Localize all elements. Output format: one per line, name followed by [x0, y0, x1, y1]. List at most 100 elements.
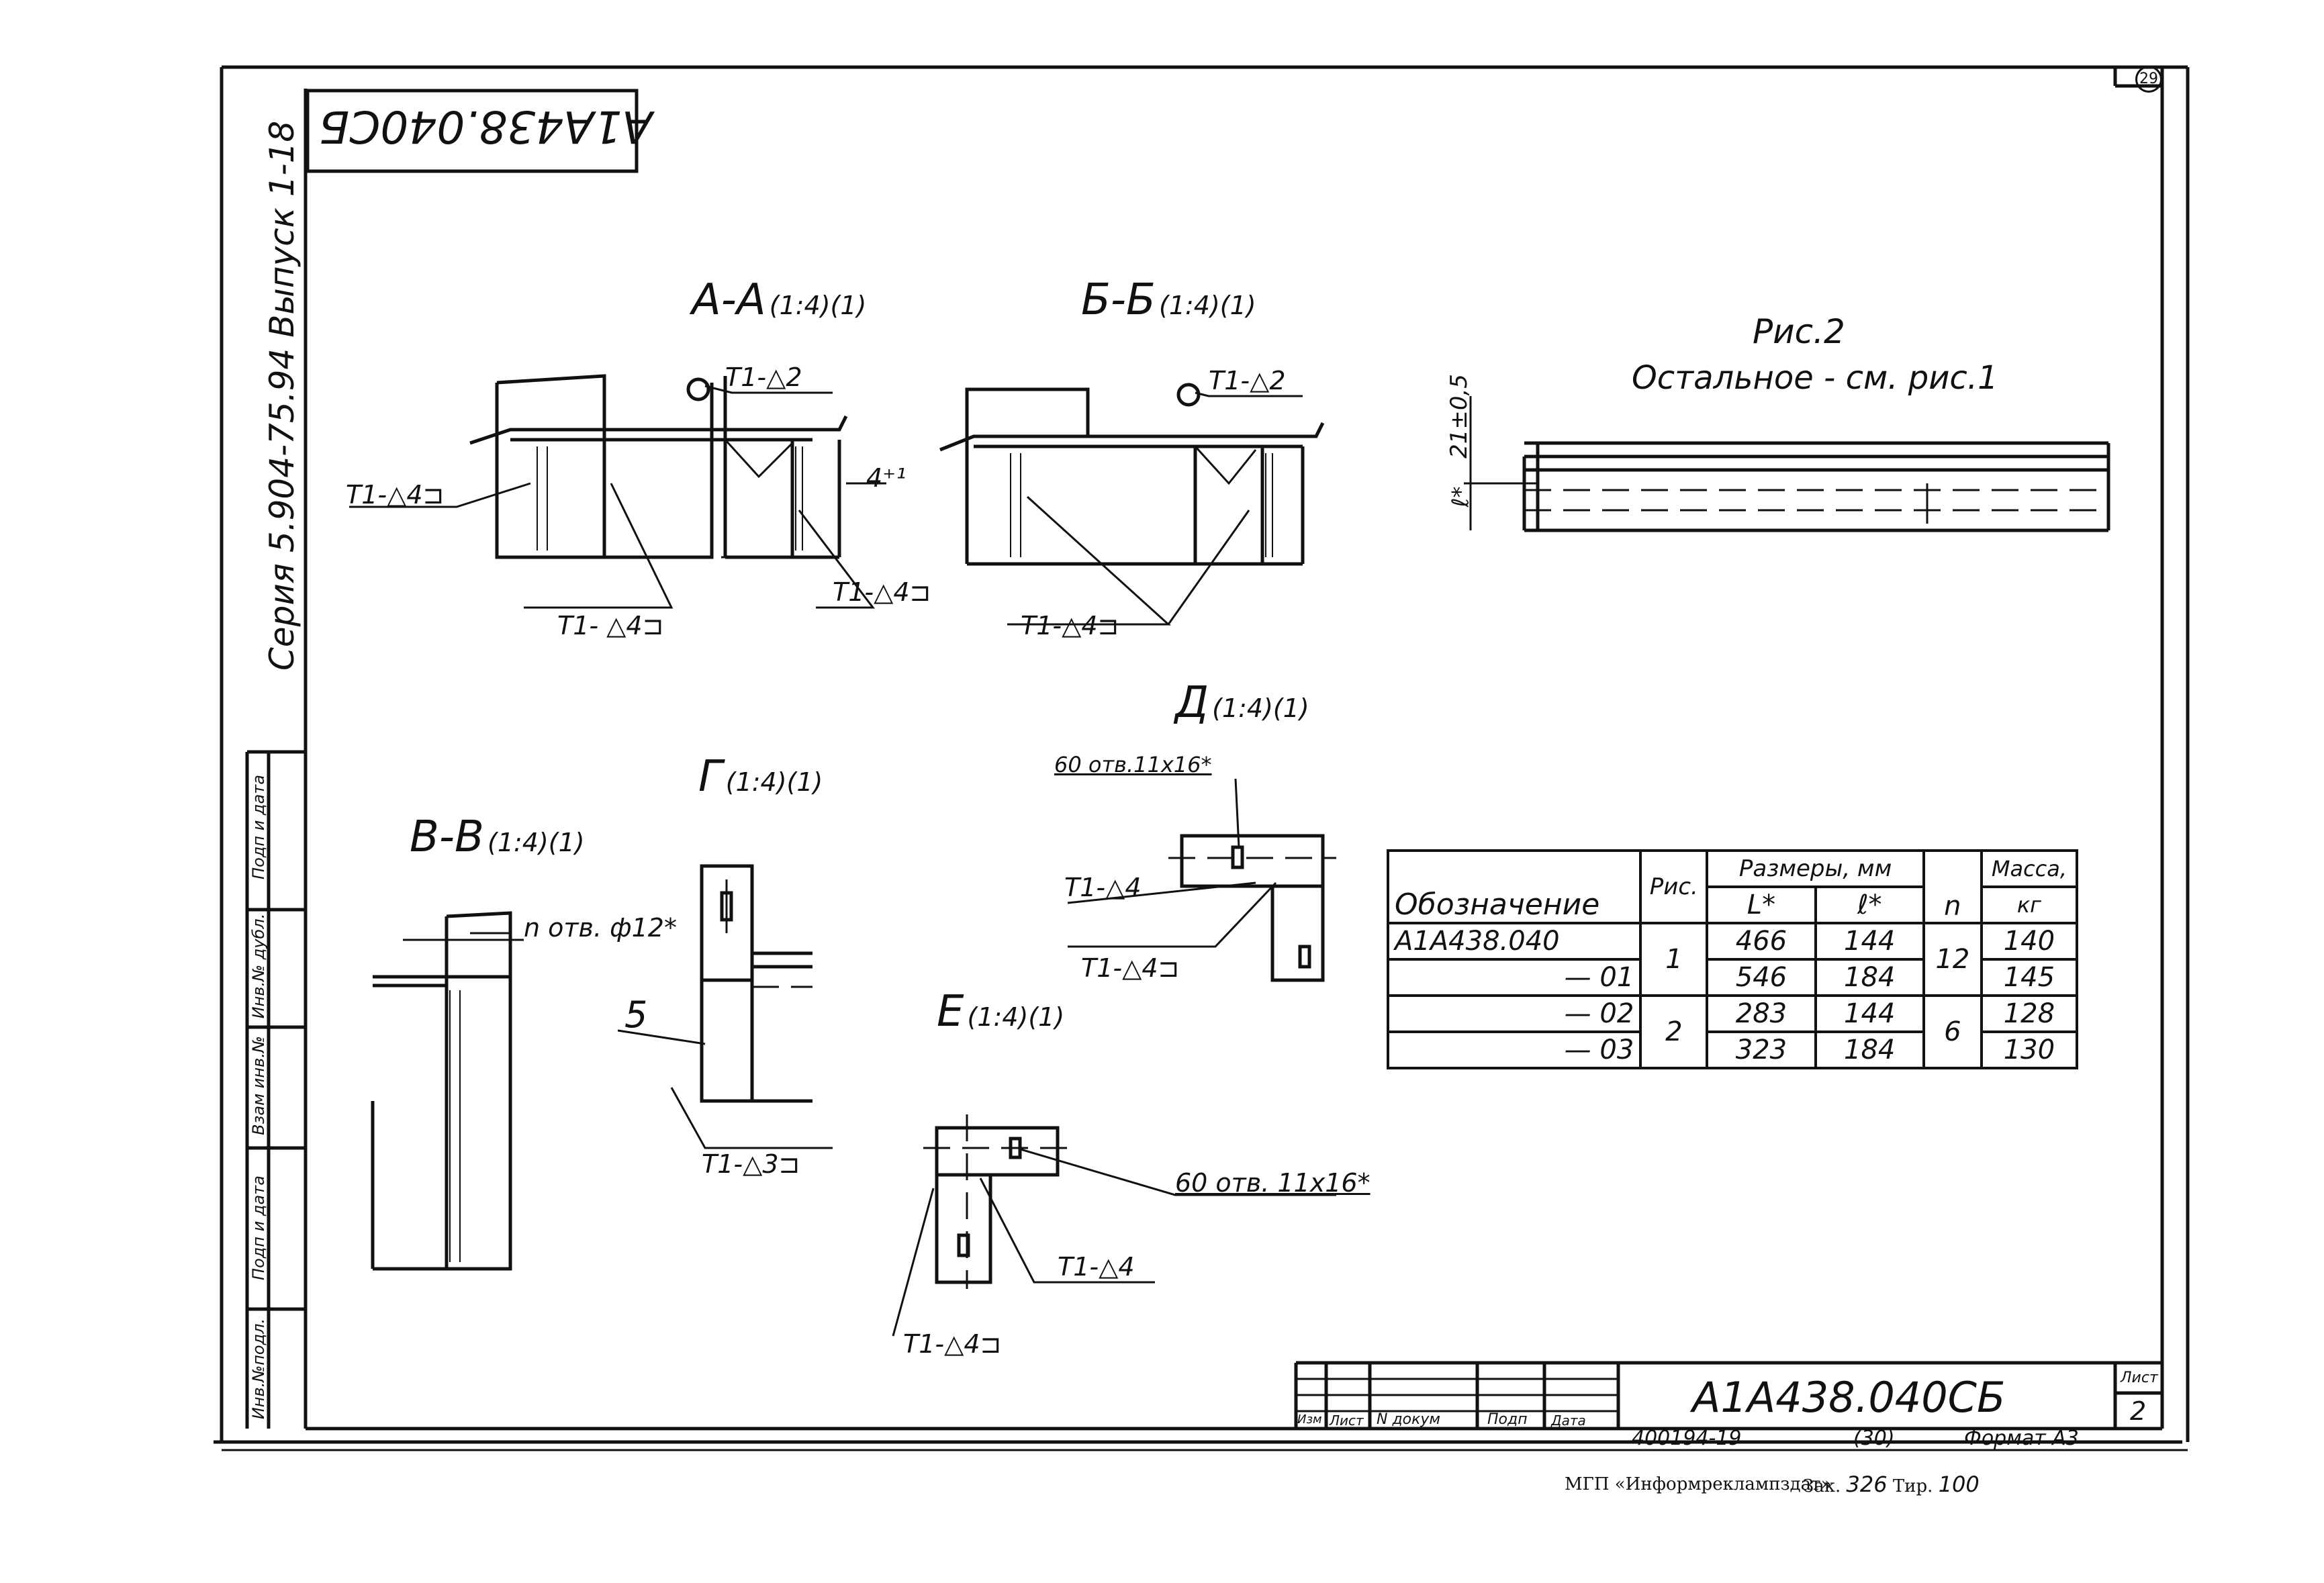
corner-mark: 29 — [2135, 66, 2162, 93]
footer-inv: 400194-19 — [1632, 1427, 1742, 1450]
sidebar-label-3: Взам инв.№ — [249, 1036, 268, 1135]
g-part-number: 5 — [624, 994, 648, 1036]
vv-hole-label: n отв. ф12* — [524, 913, 677, 943]
series-vertical: Серия 5.904-75.94 Выпуск 1-18 — [263, 120, 301, 671]
title-sheet-number: 2 — [2130, 1396, 2147, 1426]
row-mass: 145 — [1980, 958, 2079, 997]
row-n: 6 — [1922, 994, 1983, 1069]
table-row: — 01 546 184 145 — [1386, 958, 2079, 997]
header-designation: Обозначение — [1386, 849, 1642, 924]
header-fig: Рис. — [1639, 849, 1709, 924]
e-weld-1-label: Т1-△4 — [1058, 1252, 1135, 1282]
section-d-letter: Д — [1175, 678, 1209, 728]
footer-format: Формат А3 — [1964, 1427, 2079, 1450]
aa-weld-right-label: Т1-△4⊐ — [833, 577, 931, 607]
section-vv-letter: В-В — [410, 812, 484, 862]
section-aa-letter: А-А — [692, 275, 766, 325]
sidebar-label-4: Подп и дата — [249, 1176, 268, 1280]
aa-weld-left-label: Т1-△4⊐ — [346, 480, 445, 510]
section-g-title: Г (1:4)(1) — [698, 752, 823, 802]
section-e-drawing — [892, 1114, 1336, 1337]
section-d-scale: (1:4)(1) — [1212, 693, 1309, 723]
d-weld-1-label: Т1-△4 — [1064, 873, 1142, 902]
section-g-drawing — [617, 864, 833, 1149]
section-d-title: Д (1:4)(1) — [1175, 678, 1309, 728]
aa-weld-t2-label: Т1-△2 — [725, 363, 802, 392]
sidebar-label-1: Подп и дата — [249, 775, 268, 879]
code-box — [306, 89, 639, 173]
aa-dimension-label: 4⁺¹ — [866, 463, 907, 493]
title-col-list: Лист — [1330, 1412, 1364, 1429]
section-g-scale: (1:4)(1) — [725, 767, 823, 797]
header-mass: Масса, — [1980, 849, 2079, 888]
row-designation: — 01 — [1386, 958, 1642, 997]
title-col-izm: Изм — [1297, 1412, 1322, 1427]
title-doc-code: А1А438.040СБ — [1692, 1373, 2006, 1422]
footer-order-label: Зак. — [1803, 1476, 1841, 1496]
sidebar-label-5: Инв.№подл. — [249, 1318, 268, 1420]
row-mass: 140 — [1980, 922, 2079, 961]
header-sizes: Размеры, мм — [1706, 849, 1925, 888]
row-L: 546 — [1706, 958, 1817, 997]
section-vv-title: В-В (1:4)(1) — [410, 812, 585, 862]
title-col-data: Дата — [1551, 1412, 1586, 1429]
section-e-letter: Е — [937, 987, 964, 1037]
row-l: 144 — [1814, 922, 1925, 961]
row-designation: — 03 — [1386, 1030, 1642, 1069]
fig2-subtitle: Остальное - см. рис.1 — [1632, 359, 1998, 397]
header-l: ℓ* — [1814, 885, 1925, 924]
section-bb-letter: Б-Б — [1081, 275, 1156, 325]
code-top-rotated: А1А438.040СБ — [319, 101, 653, 152]
section-d-drawing — [1067, 778, 1336, 982]
row-l: 184 — [1814, 1030, 1925, 1069]
bb-weld-t2-label: Т1-△2 — [1209, 366, 1286, 395]
e-weld-2-label: Т1-△4⊐ — [903, 1329, 1002, 1359]
d-weld-2-label: Т1-△4⊐ — [1081, 953, 1180, 983]
footer-page: (30) — [1853, 1427, 1895, 1450]
header-L: L* — [1706, 885, 1817, 924]
row-mass: 130 — [1980, 1030, 2079, 1069]
row-L: 283 — [1706, 994, 1817, 1033]
title-col-ndoc: N докум — [1377, 1411, 1441, 1428]
sidebar-label-2: Инв.№ дубл. — [249, 913, 268, 1019]
footer-circ-num: 100 — [1938, 1472, 1980, 1497]
footer-order-num: 326 — [1846, 1472, 1888, 1497]
g-weld-label: Т1-△3⊐ — [702, 1149, 800, 1179]
section-bb-title: Б-Б (1:4)(1) — [1081, 275, 1256, 325]
aa-weld-bottom-label: Т1- △4⊐ — [557, 611, 664, 640]
sheet-frame — [214, 65, 2190, 1451]
section-bb-drawing — [939, 383, 1325, 626]
title-col-podp: Подп — [1487, 1411, 1528, 1428]
section-bb-scale: (1:4)(1) — [1159, 291, 1256, 320]
header-n: n — [1922, 849, 1983, 924]
header-mass-unit: кг — [1980, 885, 2079, 924]
e-holes-label: 60 отв. 11х16* — [1175, 1168, 1370, 1198]
row-fig: 1 — [1639, 922, 1709, 997]
d-holes-label: 60 отв.11х16* — [1054, 752, 1212, 777]
title-sheet-label: Лист — [2121, 1370, 2158, 1386]
row-l: 144 — [1814, 994, 1925, 1033]
row-mass: 128 — [1980, 994, 2079, 1033]
footer-circ-label: Тир. — [1892, 1476, 1933, 1496]
section-e-scale: (1:4)(1) — [967, 1002, 1065, 1032]
fig2-dim-l: ℓ* — [1447, 486, 1475, 508]
sidebar-grid — [245, 750, 306, 1429]
row-L: 466 — [1706, 922, 1817, 961]
fig2-title: Рис.2 — [1753, 312, 1845, 351]
footer-order: Зак. 326 Тир. 100 — [1803, 1472, 1980, 1497]
row-designation: А1А438.040 — [1386, 922, 1642, 961]
spec-table: Обозначение Рис. Размеры, мм n Масса, L*… — [1386, 849, 2079, 1069]
section-vv-scale: (1:4)(1) — [487, 828, 585, 857]
section-aa-drawing — [349, 374, 886, 609]
title-block-grid — [1294, 1361, 2162, 1429]
table-row: — 03 323 184 130 — [1386, 1030, 2079, 1069]
fig2-dim-vertical: 21±0,5 — [1445, 374, 1473, 459]
row-fig: 2 — [1639, 994, 1709, 1069]
row-n: 12 — [1922, 922, 1983, 997]
table-row: — 02 2 283 144 6 128 — [1386, 994, 2079, 1069]
footer-publisher: МГП «Информреклампздат» — [1565, 1474, 1832, 1494]
section-vv-drawing — [371, 911, 524, 1271]
fig2-drawing — [1464, 396, 2110, 532]
bb-weld-bottom-label: Т1-△4⊐ — [1021, 611, 1119, 640]
